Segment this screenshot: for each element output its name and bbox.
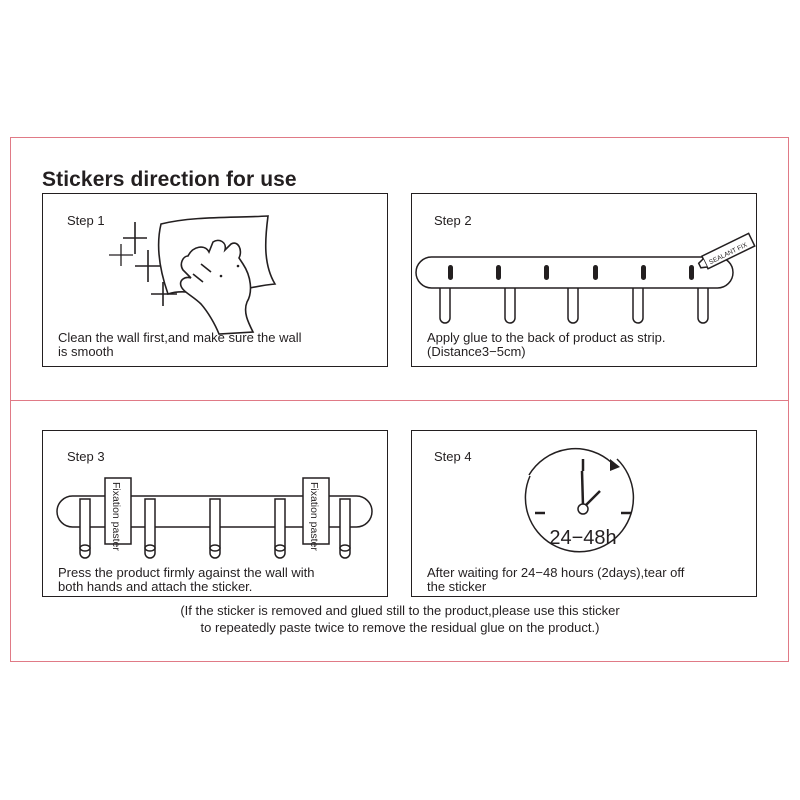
step-2-label: Step 2: [434, 213, 472, 228]
step-1-description: Clean the wall first,and make sure the w…: [58, 330, 302, 359]
section-divider: [10, 400, 789, 401]
svg-text:24−48h: 24−48h: [549, 527, 616, 549]
footnote: (If the sticker is removed and glued sti…: [180, 603, 620, 635]
step-3-description: Press the product firmly against the wal…: [58, 565, 315, 594]
page-title: Stickers direction for use: [42, 168, 297, 191]
hook-rack-with-stickers-icon: Fixation paster Fixation paster: [56, 477, 373, 559]
svg-text:Fixation paster: Fixation paster: [308, 482, 320, 551]
step-4-label: Step 4: [434, 449, 472, 464]
clock-icon: 24−48h: [524, 447, 635, 553]
step-2-description: Apply glue to the back of product as str…: [427, 330, 666, 359]
step-1-label: Step 1: [67, 213, 105, 228]
hook-rack-with-glue-tube-icon: SEALANT FIX: [415, 232, 756, 324]
hand-wiping-cloth-icon: [109, 215, 277, 335]
step-3-label: Step 3: [67, 449, 105, 464]
step-4-description: After waiting for 24−48 hours (2days),te…: [427, 565, 685, 594]
outer-frame: [10, 137, 789, 662]
step-4-panel: Step 4 24−48h After waiting for 24−48 ho…: [411, 430, 757, 597]
step-3-panel: Step 3 Fixation paster Fixation paster P…: [42, 430, 388, 597]
svg-text:Fixation paster: Fixation paster: [110, 482, 122, 551]
step-1-panel: Step 1 Clean the wall first,and make sur…: [42, 193, 388, 367]
step-2-panel: Step 2 SEALANT FIX Apply glue to the: [411, 193, 757, 367]
